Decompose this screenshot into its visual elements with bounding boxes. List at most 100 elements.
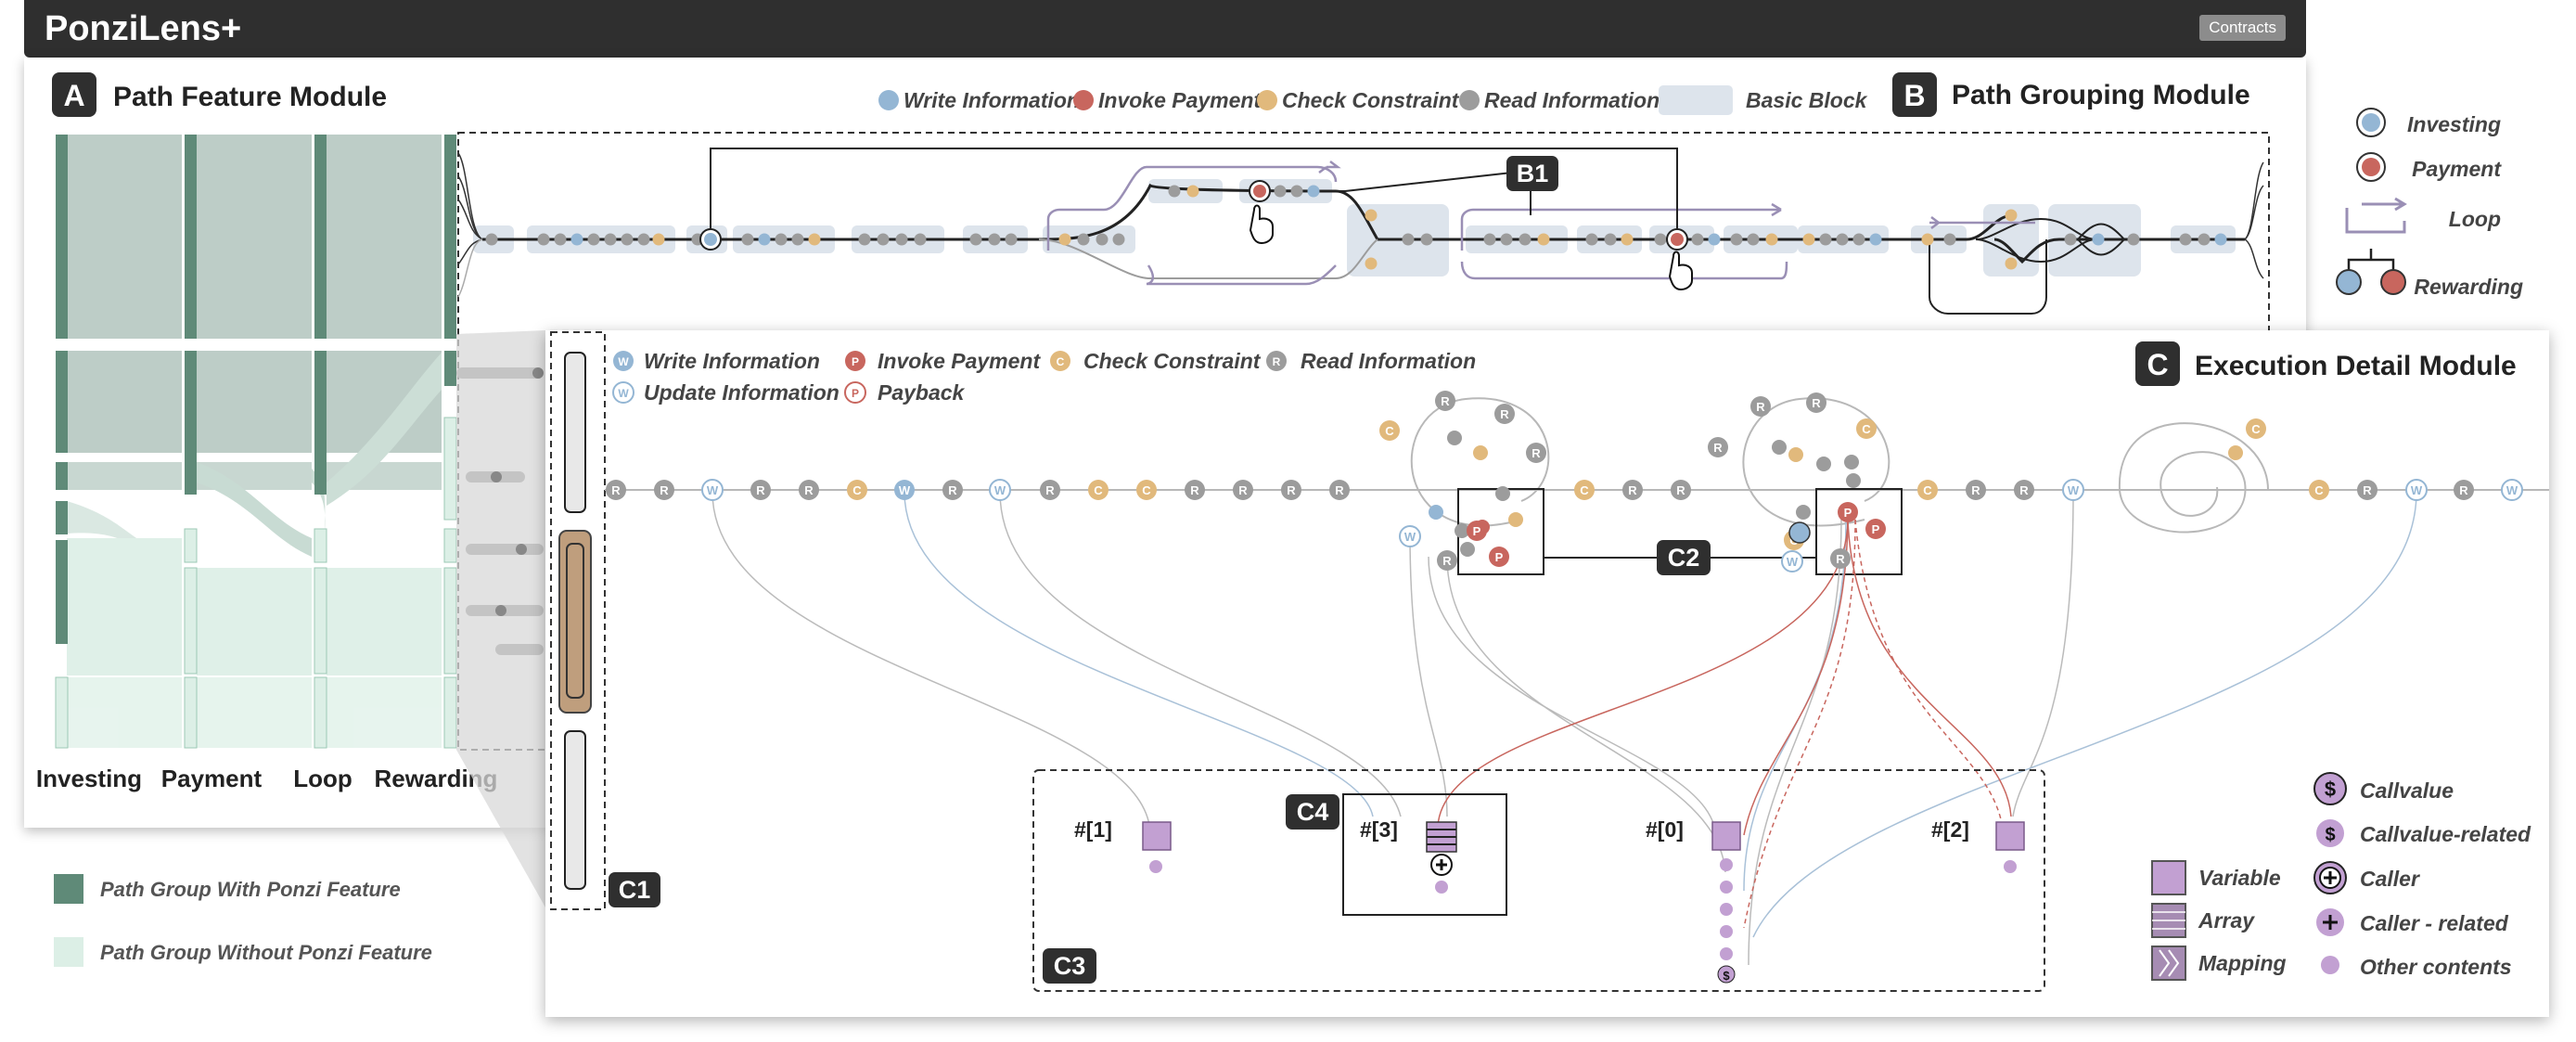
execution-node[interactable]: C: [1379, 420, 1400, 441]
contracts-button[interactable]: Contracts: [2199, 15, 2286, 41]
path-node: [1402, 233, 1415, 246]
execution-node[interactable]: R: [1622, 480, 1643, 500]
other-contents-legend-icon: [2321, 956, 2339, 974]
svg-text:Caller - related: Caller - related: [2360, 911, 2509, 935]
path-node: [1112, 233, 1125, 246]
execution-node[interactable]: W: [2062, 479, 2084, 501]
execution-node[interactable]: C: [847, 480, 867, 500]
svg-text:R: R: [1676, 483, 1685, 497]
execution-node[interactable]: R: [606, 480, 626, 500]
svg-text:W: W: [707, 483, 719, 497]
column-label-loop: Loop: [293, 765, 352, 792]
c1-track-top[interactable]: [564, 352, 586, 513]
execution-node[interactable]: C: [1917, 480, 1938, 500]
hand-cursor-icon: [1249, 204, 1693, 291]
execution-node[interactable]: R: [1281, 480, 1301, 500]
rewarding-legend-label: Rewarding: [2414, 275, 2523, 299]
execution-node[interactable]: R: [1233, 480, 1253, 500]
execution-node[interactable]: C: [1136, 480, 1157, 500]
execution-node[interactable]: R: [1671, 480, 1691, 500]
ponzi-legend-label: Path Group With Ponzi Feature: [100, 878, 401, 901]
path-node: [652, 233, 665, 246]
payment-node[interactable]: P: [1467, 521, 1487, 541]
svg-text:C: C: [1057, 355, 1065, 368]
execution-node[interactable]: R: [1435, 391, 1455, 411]
callvalue-related-legend-icon: $: [2316, 819, 2344, 847]
svg-text:R: R: [2363, 483, 2372, 497]
execution-node[interactable]: C: [1856, 418, 1877, 439]
variable-1-square[interactable]: [1142, 821, 1172, 851]
svg-text:R: R: [1238, 483, 1248, 497]
svg-text:W: W: [618, 355, 629, 368]
execution-node[interactable]: R: [2014, 480, 2034, 500]
variable-0-square[interactable]: [1711, 821, 1741, 851]
c3-badge-box: [1043, 948, 1096, 984]
execution-node[interactable]: R: [1750, 396, 1771, 417]
column-label-investing: Investing: [36, 765, 142, 792]
payment-node[interactable]: P: [1489, 547, 1509, 567]
execution-node[interactable]: R: [1040, 480, 1060, 500]
svg-text:C: C: [1142, 483, 1151, 497]
execution-node[interactable]: C: [2246, 418, 2266, 439]
legend-invoke-dot: [1073, 90, 1094, 110]
path-node: [1186, 185, 1199, 198]
execution-node[interactable]: R: [1526, 443, 1546, 463]
execution-node[interactable]: R: [750, 480, 771, 500]
variable-2-square[interactable]: [1995, 821, 2025, 851]
zoom-projection: [456, 330, 545, 907]
execution-node[interactable]: R: [1185, 480, 1205, 500]
execution-node[interactable]: R: [2357, 480, 2377, 500]
execution-node[interactable]: W: [2501, 479, 2523, 501]
path-node: [1365, 257, 1378, 270]
execution-node[interactable]: W: [701, 479, 724, 501]
svg-text:R: R: [1713, 441, 1723, 455]
execution-node[interactable]: R: [1329, 480, 1350, 500]
execution-node[interactable]: R: [2454, 480, 2474, 500]
feature-legend: Investing Payment Loop Rewarding: [2336, 108, 2523, 299]
svg-text:R: R: [1628, 483, 1637, 497]
payment-node[interactable]: P: [1838, 502, 1858, 522]
path-node: [621, 233, 634, 246]
c3-storage-frame: [1032, 769, 2045, 992]
path-node: [758, 233, 771, 246]
variable-label-3: #[3]: [1360, 817, 1398, 842]
execution-node[interactable]: R: [1494, 404, 1515, 424]
svg-text:R: R: [804, 483, 814, 497]
path-node: [1691, 233, 1704, 246]
execution-node[interactable]: R: [1830, 548, 1851, 569]
execution-node[interactable]: R: [654, 480, 674, 500]
execution-node[interactable]: C: [1088, 480, 1109, 500]
callvalue-legend-icon: $: [2313, 772, 2347, 805]
path-node: [988, 233, 1001, 246]
execution-node[interactable]: C: [2309, 480, 2329, 500]
array-3-icon[interactable]: [1426, 821, 1457, 853]
execution-node[interactable]: R: [799, 480, 819, 500]
execution-node[interactable]: R: [1966, 480, 1986, 500]
execution-node[interactable]: R: [1708, 437, 1728, 457]
svg-text:P: P: [1495, 550, 1504, 564]
svg-text:Mapping: Mapping: [2198, 951, 2287, 975]
mapping-legend-icon: [2151, 946, 2186, 981]
execution-node[interactable]: R: [1806, 392, 1826, 413]
path-node: [2092, 233, 2105, 246]
path-node: [1921, 233, 1934, 246]
execution-node[interactable]: C: [1574, 480, 1595, 500]
c1-track-bottom[interactable]: [564, 730, 586, 890]
c4-badge-box: [1286, 794, 1339, 830]
payment-node[interactable]: P: [1865, 519, 1886, 539]
path-node: [1604, 233, 1617, 246]
c1-badge: C1: [619, 876, 651, 904]
execution-node[interactable]: R: [1437, 550, 1457, 571]
svg-text:W: W: [2411, 483, 2423, 497]
execution-node[interactable]: W: [989, 479, 1011, 501]
execution-node[interactable]: R: [942, 480, 963, 500]
b1-badge: B1: [1517, 160, 1549, 187]
path-node: [895, 233, 908, 246]
execution-node[interactable]: W: [2405, 479, 2428, 501]
execution-node[interactable]: W: [894, 480, 915, 500]
execution-node[interactable]: W: [1399, 525, 1421, 547]
inner-node: [1508, 512, 1523, 527]
payment-node[interactable]: [1788, 521, 1811, 544]
execution-node[interactable]: W: [1781, 550, 1803, 572]
path-node: [775, 233, 788, 246]
